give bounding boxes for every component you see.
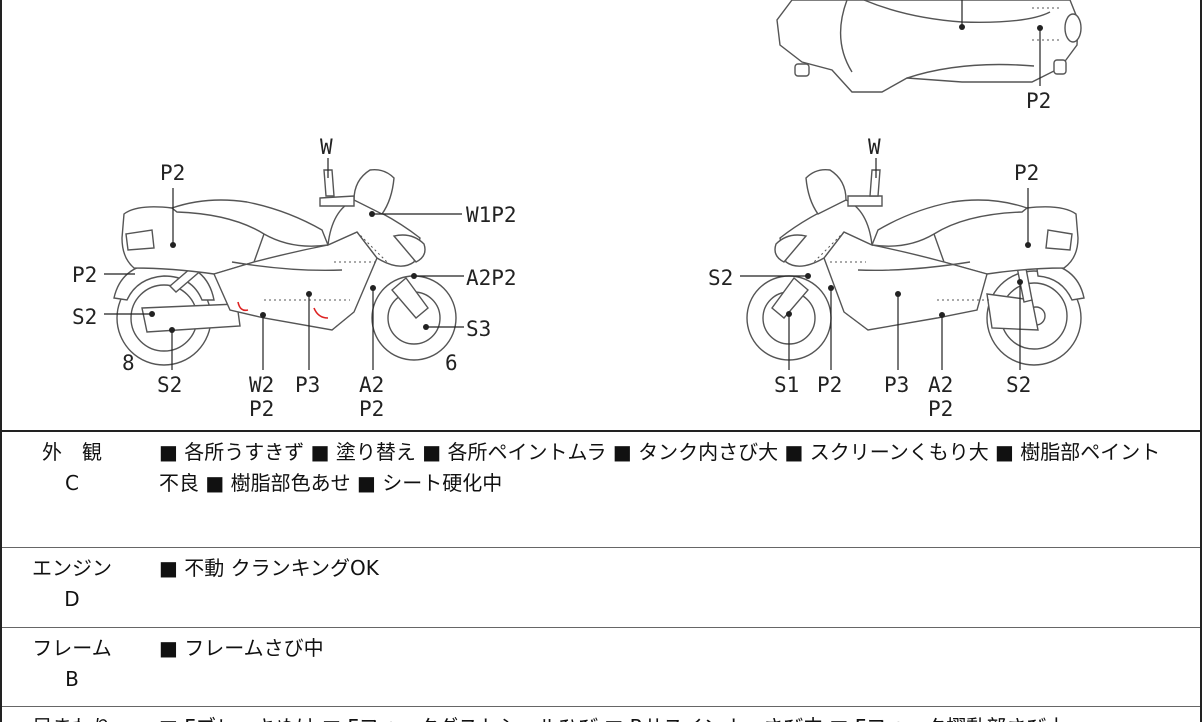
left-label-8: 8 [122,351,135,375]
right-label-s1: S1 [774,373,799,397]
right-label-s2-bottom: S2 [1006,373,1031,397]
table-row-appearance: 外 観 C ■ 各所うすきず ■ 塗り替え ■ 各所ペイントムラ ■ タンク内さ… [0,430,1202,548]
left-label-p2-under-w2: P2 [249,397,274,421]
table-row-frame: フレーム B ■ フレームさび中 [0,627,1202,707]
right-label-p2-top: P2 [1014,161,1039,185]
right-label-a2: A2 [928,373,953,397]
category-cell: エンジン D [0,547,142,628]
top-view-label-p2: P2 [1026,89,1051,113]
category-grade: C [65,471,79,495]
left-label-w1p2: W1P2 [466,203,517,227]
category-cell: 外 観 C [0,430,142,548]
category-grade: D [64,587,80,611]
left-label-w: W [320,135,333,159]
category-cell: フレーム B [0,627,142,707]
damage-diagram: P2 [0,0,1202,430]
table-row-suspension: 足まわり ■ Fブレーキぬけ ■ Fフォークダストシールひび ■ Rサスインナー… [0,706,1202,722]
details-cell: ■ 各所うすきず ■ 塗り替え ■ 各所ペイントムラ ■ タンク内さび大 ■ ス… [142,430,1202,548]
top-view-scooter: P2 [776,0,1082,113]
details-cell: ■ Fブレーキぬけ ■ Fフォークダストシールひび ■ Rサスインナーさび中 ■… [142,706,1202,722]
left-label-s2: S2 [72,305,97,329]
left-label-p3: P3 [295,373,320,397]
left-side-view-scooter: W P2 W1P2 P2 A2P2 S2 S3 8 6 S2 W2 P2 P3 … [72,135,517,421]
left-label-a2: A2 [359,373,384,397]
left-label-s2-bottom: S2 [157,373,182,397]
category-cell: 足まわり [0,706,142,722]
right-label-p3: P3 [884,373,909,397]
condition-table: 外 観 C ■ 各所うすきず ■ 塗り替え ■ 各所ペイントムラ ■ タンク内さ… [0,430,1202,722]
right-label-w: W [868,135,881,159]
right-label-p2: P2 [817,373,842,397]
left-label-6: 6 [445,351,458,375]
left-label-a2p2: A2P2 [466,266,517,290]
category-name: エンジン [32,556,112,580]
left-label-w2: W2 [249,373,274,397]
details-cell: ■ 不動 クランキングOK [142,547,1202,628]
table-row-engine: エンジン D ■ 不動 クランキングOK [0,547,1202,628]
right-label-p2-under-a2: P2 [928,397,953,421]
right-side-view-scooter: W P2 S2 S1 P2 P3 A2 P2 S2 [708,135,1085,421]
left-label-p2-under-a2: P2 [359,397,384,421]
left-label-p2-top: P2 [160,161,185,185]
category-name: 足まわり [2,712,142,722]
left-label-p2-rear: P2 [72,263,97,287]
scooter-diagrams: P2 [72,0,1085,421]
right-label-s2: S2 [708,266,733,290]
category-name: フレーム [32,636,112,660]
category-grade: B [65,667,79,691]
left-label-s3: S3 [466,317,491,341]
category-name: 外 観 [42,440,102,464]
details-cell: ■ フレームさび中 [142,627,1202,707]
